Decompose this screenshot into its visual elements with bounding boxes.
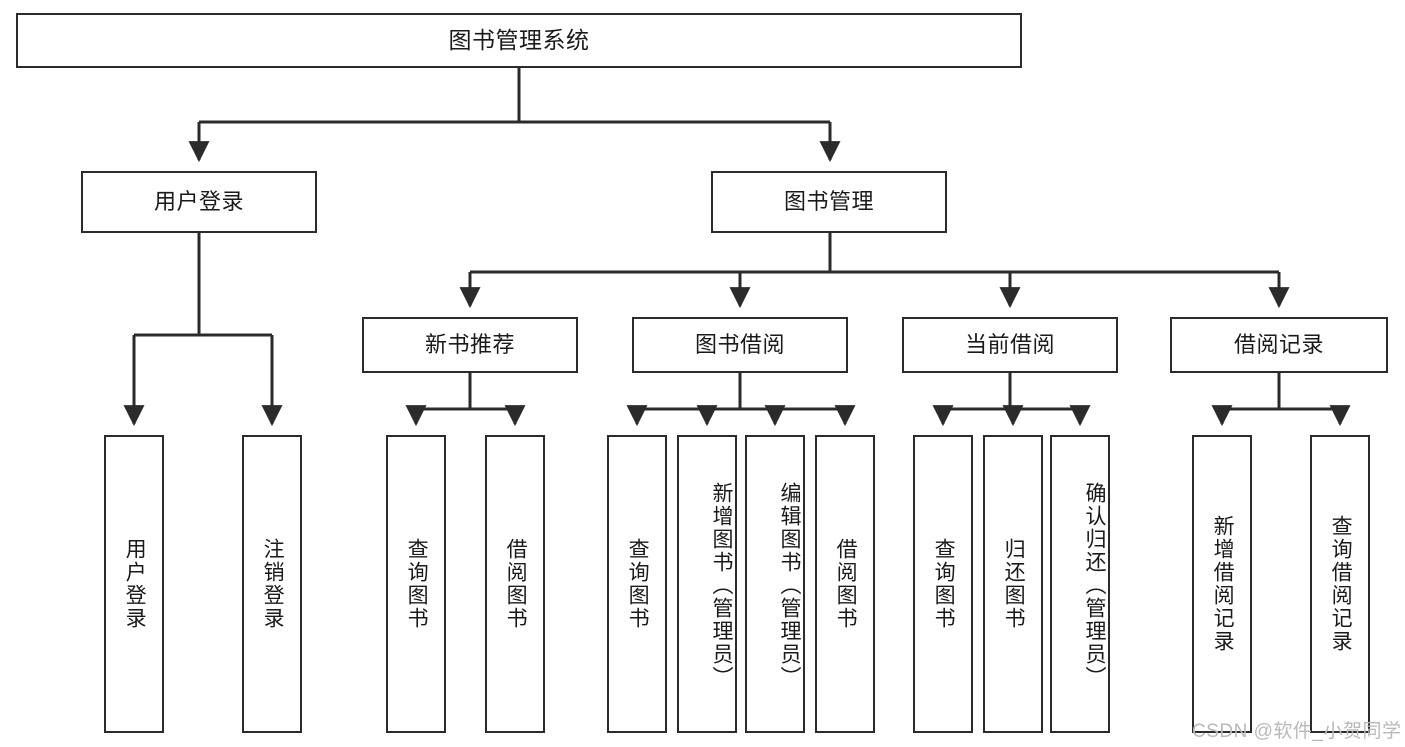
- leaf-return-book[interactable]: 归还图书: [983, 435, 1043, 733]
- leaf-user-login[interactable]: 用户登录: [104, 435, 164, 733]
- leaf-query-book-borrow[interactable]: 查询图书: [607, 435, 667, 733]
- leaf-borrow-book[interactable]: 借阅图书: [815, 435, 875, 733]
- leaf-query-borrow-record[interactable]: 查询借阅记录: [1310, 435, 1370, 733]
- node-root-system[interactable]: 图书管理系统: [16, 13, 1022, 68]
- node-current-borrow[interactable]: 当前借阅: [902, 317, 1118, 373]
- node-new-book-recommend[interactable]: 新书推荐: [362, 317, 578, 373]
- leaf-confirm-return-admin[interactable]: 确认归还（管理员）: [1050, 435, 1110, 733]
- node-book-borrow[interactable]: 图书借阅: [632, 317, 848, 373]
- node-user-login[interactable]: 用户登录: [81, 171, 317, 233]
- leaf-query-book-recommend[interactable]: 查询图书: [386, 435, 446, 733]
- leaf-borrow-book-recommend[interactable]: 借阅图书: [485, 435, 545, 733]
- leaf-edit-book-admin[interactable]: 编辑图书（管理员）: [745, 435, 805, 733]
- node-book-management[interactable]: 图书管理: [711, 171, 947, 233]
- watermark: CSDN @软件_小贺同学: [1192, 721, 1402, 742]
- leaf-query-book-current[interactable]: 查询图书: [913, 435, 973, 733]
- leaf-logout[interactable]: 注销登录: [242, 435, 302, 733]
- leaf-add-borrow-record[interactable]: 新增借阅记录: [1192, 435, 1252, 733]
- leaf-add-book-admin[interactable]: 新增图书（管理员）: [677, 435, 737, 733]
- node-borrow-records[interactable]: 借阅记录: [1170, 317, 1388, 373]
